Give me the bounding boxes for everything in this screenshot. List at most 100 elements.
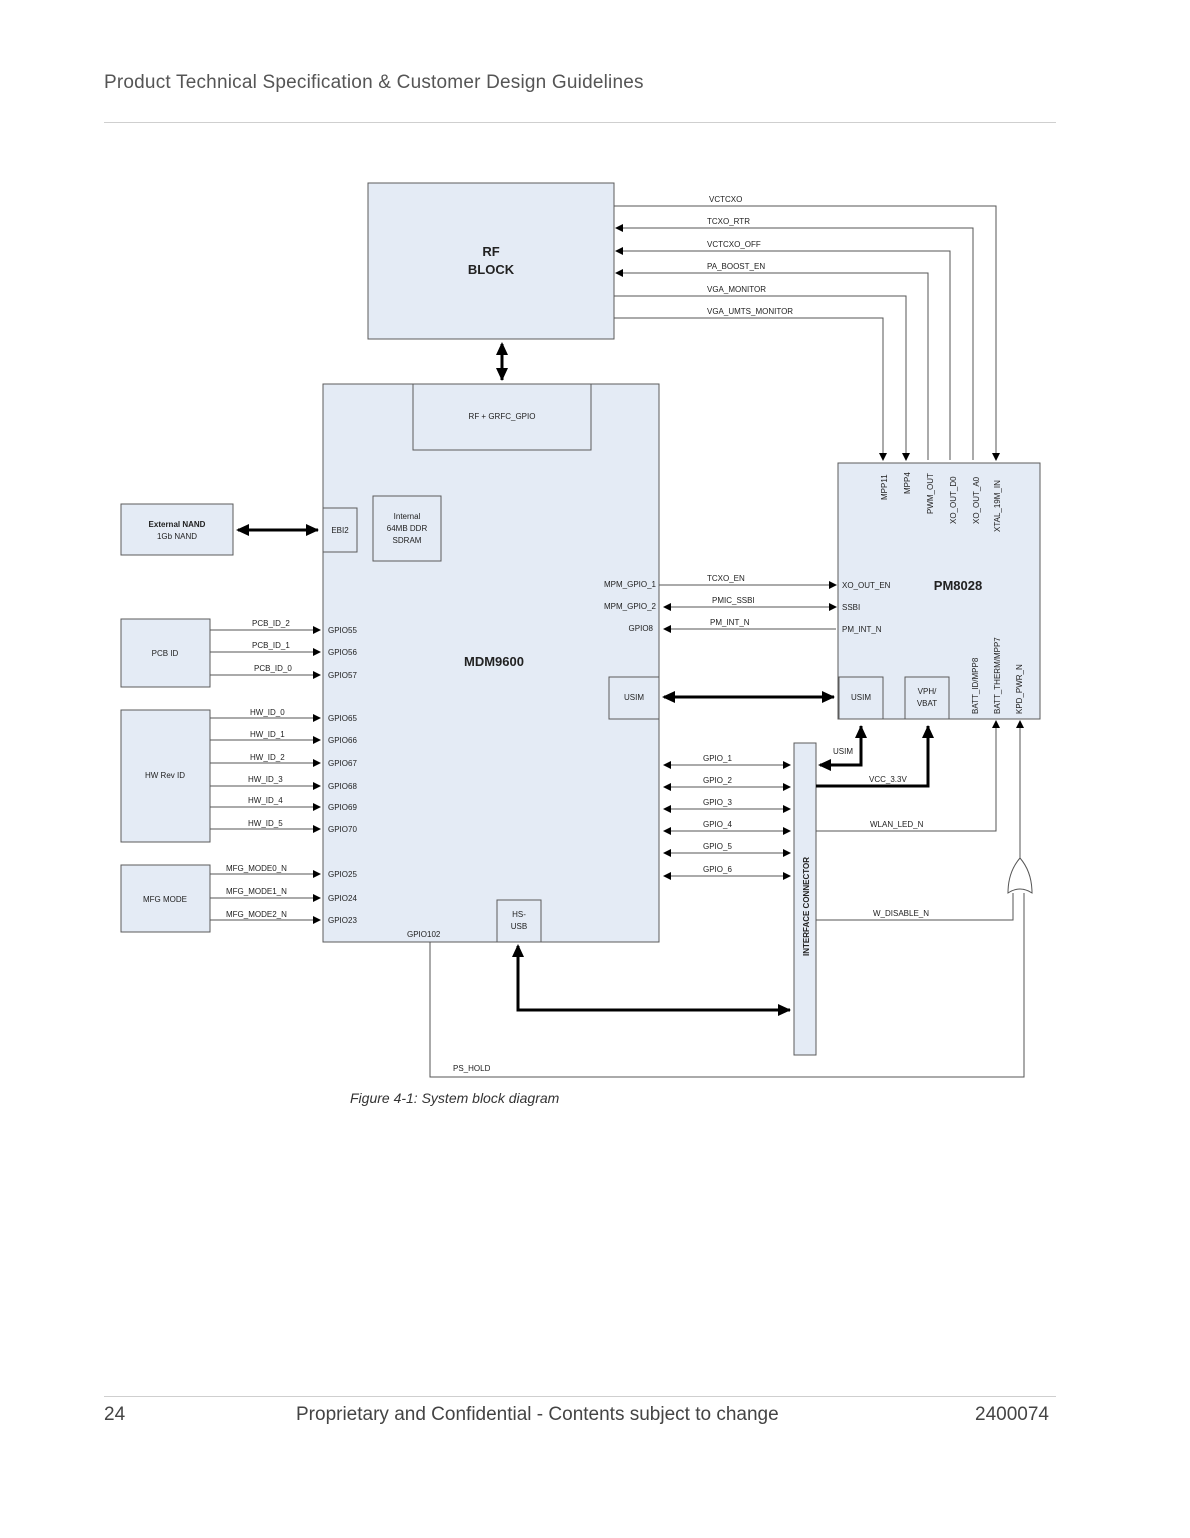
rf-signal-lines	[614, 205, 1000, 461]
external-nand-label-1: External NAND	[149, 520, 206, 529]
system-block-diagram: RF BLOCK RF + GRFC_GPIO EBI2 Internal 64…	[120, 182, 1041, 1078]
internal-memory-block	[372, 495, 442, 562]
pm-top-pin: PWM_OUT	[926, 473, 935, 514]
mdm-pin: GPIO23	[328, 916, 357, 925]
pcb-id-block	[120, 618, 211, 688]
hsusb-line-2: USB	[511, 922, 527, 931]
pcb-id-signal: PCB_ID_1	[252, 641, 290, 650]
pm-usim-label: USIM	[851, 693, 871, 702]
external-nand-block	[120, 503, 234, 556]
mdm-right-pin: MPM_GPIO_2	[604, 602, 657, 611]
rf-signal-label: VGA_UMTS_MONITOR	[707, 307, 793, 316]
pm-top-pins: MPP11 MPP4 PWM_OUT XO_OUT_D0 XO_OUT_A0 X…	[880, 472, 1002, 532]
pcb-id-lines	[210, 626, 321, 679]
connector-gpio-label: GPIO_4	[703, 820, 732, 829]
rf-block	[367, 182, 615, 340]
mdm9600-block	[322, 383, 660, 943]
pm8028-label: PM8028	[934, 578, 982, 593]
internal-mem-line-2: 64MB DDR	[387, 524, 428, 533]
vcc-link	[816, 725, 934, 788]
pm-top-pin: XTAL_19M_IN	[993, 480, 1002, 532]
wlan-led-label: WLAN_LED_N	[870, 820, 924, 829]
mdm-pm-signal: PM_INT_N	[710, 618, 750, 627]
rf-block-label-2: BLOCK	[468, 262, 515, 277]
internal-mem-line-3: SDRAM	[393, 536, 422, 545]
document-number: 2400074	[975, 1404, 1049, 1425]
mdm-right-pin: GPIO8	[629, 624, 654, 633]
hsusb-line-1: HS-	[512, 910, 526, 919]
pm-vph-line-2: VBAT	[917, 699, 937, 708]
connector-usim-link	[818, 725, 867, 771]
mdm-usim-label: USIM	[624, 693, 644, 702]
pm-vph-line-1: VPH/	[918, 687, 937, 696]
mdm-pin: GPIO65	[328, 714, 357, 723]
pm-top-pin: MPP4	[903, 472, 912, 494]
wlan-led-line	[816, 720, 1000, 832]
pcb-id-label: PCB ID	[152, 649, 179, 658]
mfg-mode-signal: MFG_MODE1_N	[226, 887, 287, 896]
rf-block-label-1: RF	[482, 244, 499, 259]
mdm-pin: GPIO68	[328, 782, 357, 791]
pm8028-block	[837, 462, 1041, 720]
mdm-pin: GPIO69	[328, 803, 357, 812]
pm-bottom-pin: BATT_ID/MPP8	[971, 657, 980, 714]
pm-left-pin: PM_INT_N	[842, 625, 882, 634]
confidential-notice: Proprietary and Confidential - Contents …	[296, 1404, 779, 1425]
mdm-pin: GPIO25	[328, 870, 357, 879]
mdm-usim-block	[608, 676, 660, 720]
hw-rev-id-block	[120, 709, 211, 843]
mfg-mode-lines	[210, 870, 321, 924]
mdm-pm-signal: PMIC_SSBI	[712, 596, 755, 605]
mdm-pm-signal: TCXO_EN	[707, 574, 745, 583]
hsusb-link	[512, 944, 791, 1016]
pm-bottom-pin: BATT_THERM/MPP7	[993, 637, 1002, 714]
rf-signal-label: VGA_MONITOR	[707, 285, 766, 294]
footer-divider	[104, 1396, 1056, 1397]
pm-left-pin: XO_OUT_EN	[842, 581, 891, 590]
connector-gpio-label: GPIO_1	[703, 754, 732, 763]
pm-left-pin: SSBI	[842, 603, 860, 612]
mdm-pin: GPIO66	[328, 736, 357, 745]
hw-rev-id-label: HW Rev ID	[145, 771, 185, 780]
connector-usim-label: USIM	[833, 747, 853, 756]
pm-top-pin: XO_OUT_A0	[972, 476, 981, 524]
pm-vph-block	[904, 676, 950, 720]
ebi2-label: EBI2	[331, 526, 349, 535]
pm-top-pin: XO_OUT_D0	[949, 476, 958, 524]
mdm-right-pin: MPM_GPIO_1	[604, 580, 657, 589]
figure-caption: Figure 4-1: System block diagram	[350, 1090, 560, 1106]
hw-id-signal: HW_ID_3	[248, 775, 283, 784]
hw-id-signal: HW_ID_5	[248, 819, 283, 828]
vcc-label: VCC_3.3V	[869, 775, 907, 784]
pcb-id-signal: PCB_ID_2	[252, 619, 290, 628]
hw-id-signal: HW_ID_2	[250, 753, 285, 762]
external-nand-label-2: 1Gb NAND	[157, 532, 197, 541]
pm-usim-block	[838, 676, 884, 720]
w-disable-line	[816, 893, 1014, 921]
mdm-pin: GPIO70	[328, 825, 357, 834]
rf-signal-label: VCTCXO	[709, 195, 742, 204]
rf-grfc-gpio-label: RF + GRFC_GPIO	[469, 412, 536, 421]
connector-gpio-lines	[663, 761, 791, 880]
mdm-pin: GPIO55	[328, 626, 357, 635]
hw-id-signal: HW_ID_1	[250, 730, 285, 739]
rf-grfc-gpio-block	[412, 383, 592, 451]
connector-gpio-label: GPIO_2	[703, 776, 732, 785]
mfg-mode-signal: MFG_MODE2_N	[226, 910, 287, 919]
mdm-pin: GPIO56	[328, 648, 357, 657]
rf-signal-label: PA_BOOST_EN	[707, 262, 765, 271]
pm-top-pin: MPP11	[880, 474, 889, 500]
connector-gpio-label: GPIO_5	[703, 842, 732, 851]
pm-bottom-pin: KPD_PWR_N	[1015, 664, 1024, 714]
mdm-pm-lines	[659, 581, 837, 633]
or-gate-icon	[1007, 857, 1033, 894]
header-divider	[104, 122, 1056, 123]
pm-bottom-pins: BATT_ID/MPP8 BATT_THERM/MPP7 KPD_PWR_N	[971, 637, 1024, 714]
gpio102-label: GPIO102	[407, 930, 441, 939]
hsusb-block	[496, 899, 542, 943]
hw-id-lines	[210, 714, 321, 833]
mdm-pin: GPIO67	[328, 759, 357, 768]
interface-connector-label: INTERFACE CONNECTOR	[802, 857, 811, 956]
hw-id-signal: HW_ID_0	[250, 708, 285, 717]
mfg-mode-signal: MFG_MODE0_N	[226, 864, 287, 873]
